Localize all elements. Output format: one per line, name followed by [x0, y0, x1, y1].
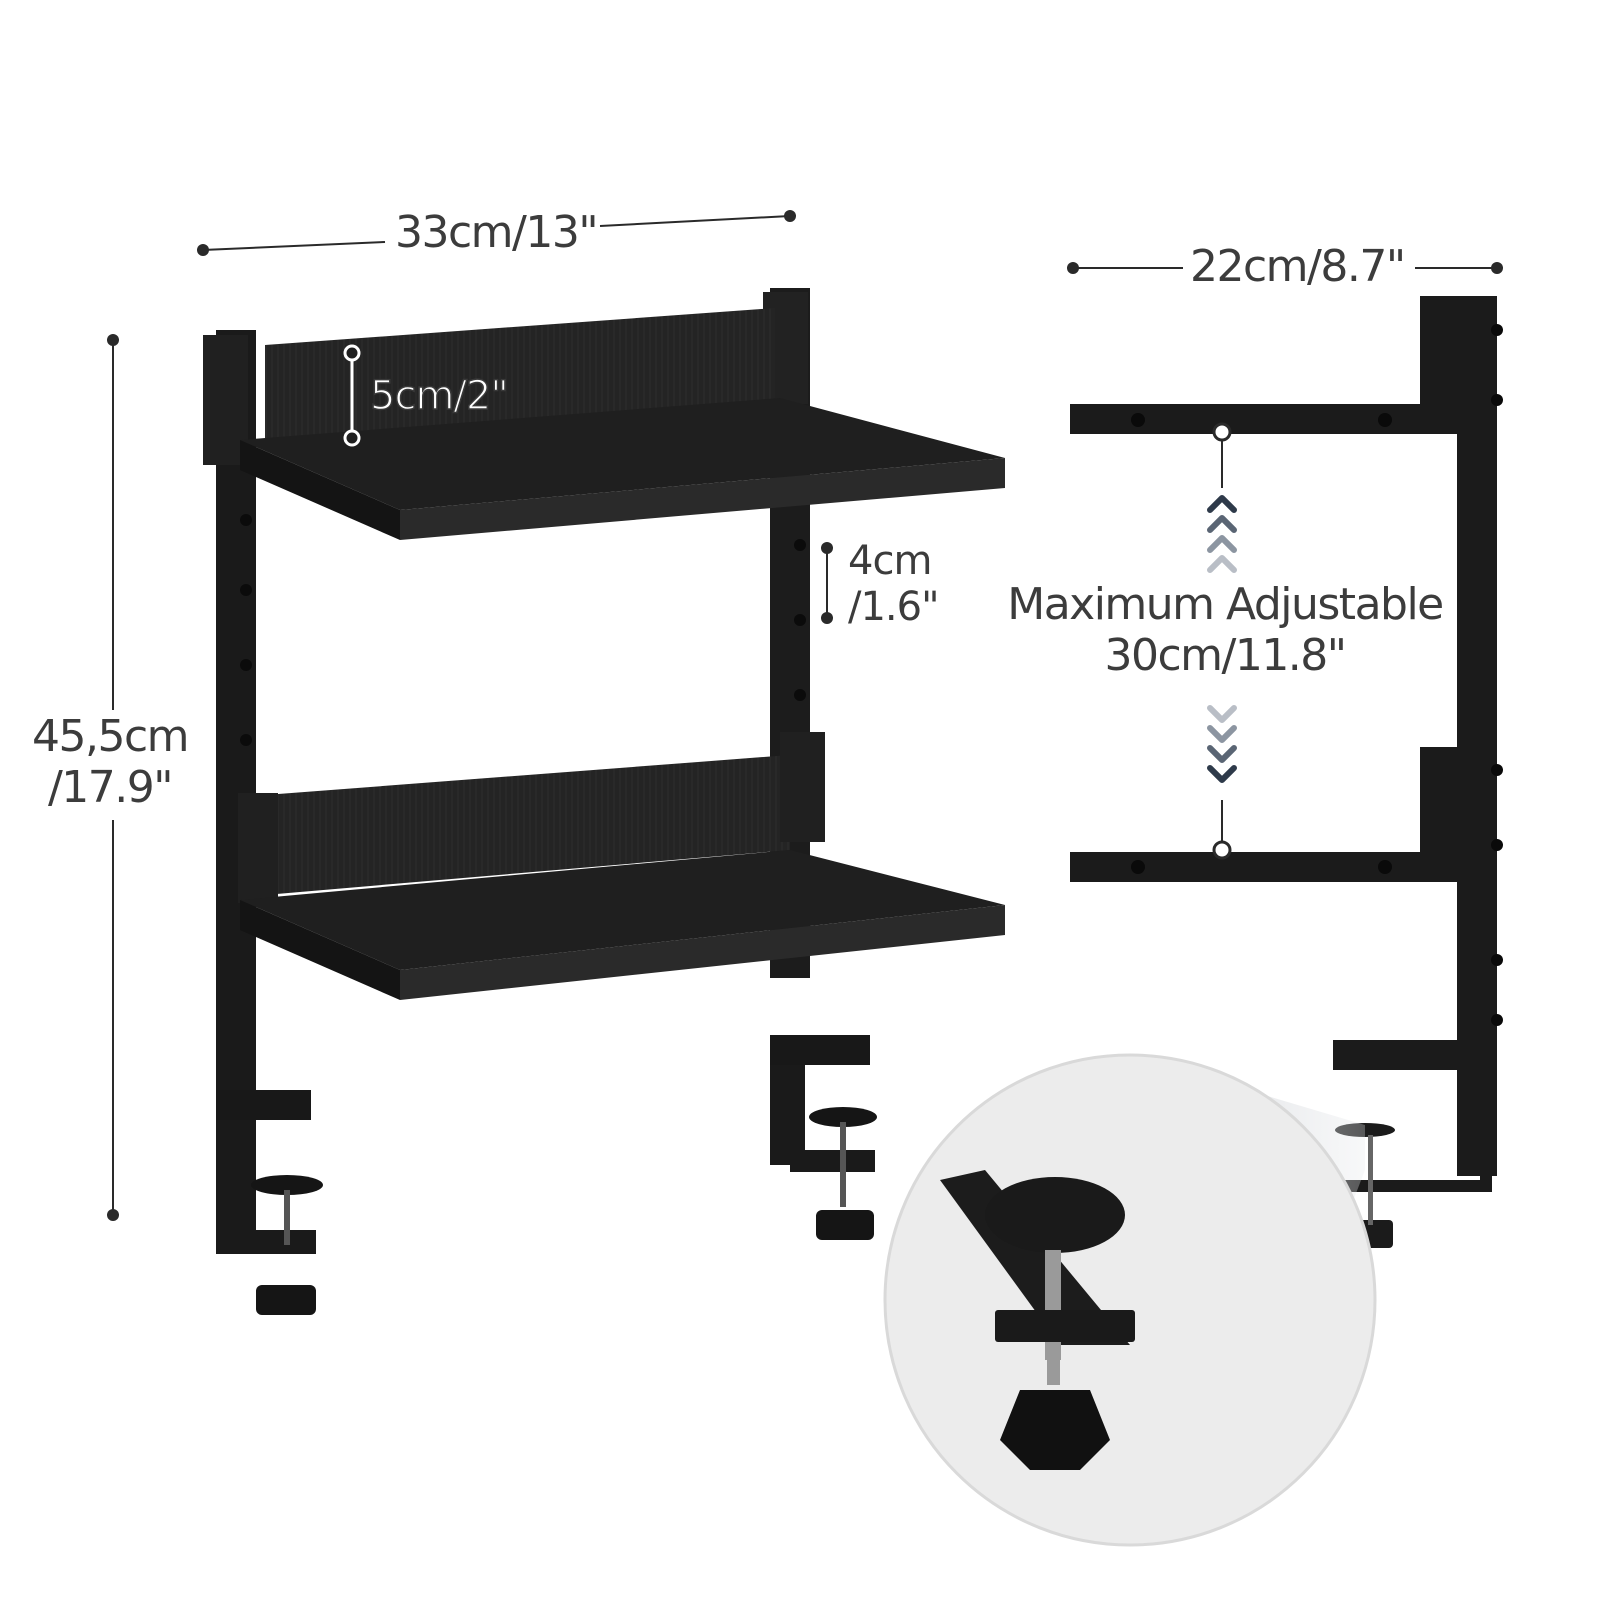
dot-icon: [1212, 422, 1232, 442]
profile-post: [1457, 296, 1497, 1176]
total-height-line2: /17.9": [47, 761, 174, 813]
dot-icon: [1491, 262, 1503, 274]
side-depth-label: 22cm/8.7": [1190, 241, 1406, 292]
dot-icon: [107, 1209, 119, 1221]
total-height-label: 45,5cm /17.9": [20, 711, 200, 813]
top-shelf: [240, 398, 1005, 510]
hole-spacing-line2: /1.6": [848, 584, 939, 630]
hole-spacing-label: 4cm /1.6": [848, 538, 939, 630]
hole-spacing-line1: 4cm: [848, 538, 932, 584]
dot-icon: [1067, 262, 1079, 274]
dot-icon: [1212, 840, 1232, 860]
top-backboard: [265, 308, 775, 440]
max-adjustable-line1: Maximum Adjustable: [1007, 579, 1444, 630]
chevron-down-stack-icon: [1207, 705, 1237, 783]
dimension-lines-left: [112, 215, 828, 1215]
clamp-zoom-detail: [883, 1053, 1377, 1547]
dot-icon: [784, 210, 796, 222]
top-width-label: 33cm/13": [395, 207, 599, 258]
dimension-lines-right: [1073, 267, 1497, 850]
shelf-product-illustration: [203, 288, 1005, 1315]
profile-lower-shelf: [1070, 852, 1460, 882]
dot-icon: [821, 542, 833, 554]
chevron-up-stack-icon: [1207, 495, 1237, 573]
max-adjustable-label: Maximum Adjustable 30cm/11.8": [1005, 579, 1445, 681]
total-height-line1: 45,5cm: [31, 711, 190, 762]
backboard-height-label: 5cm/2": [369, 372, 509, 420]
backboard-marker: [343, 344, 361, 447]
lower-backboard: [265, 755, 790, 895]
max-adjustable-line2: 30cm/11.8": [1104, 629, 1347, 681]
adjust-holes: [240, 514, 806, 746]
dot-icon: [107, 334, 119, 346]
dimension-endpoints-left: [107, 210, 833, 1221]
dot-icon: [197, 244, 209, 256]
lower-shelf: [240, 850, 1005, 970]
dimension-endpoints-right: [1067, 262, 1503, 860]
dot-icon: [821, 612, 833, 624]
profile-top-shelf: [1070, 404, 1460, 434]
